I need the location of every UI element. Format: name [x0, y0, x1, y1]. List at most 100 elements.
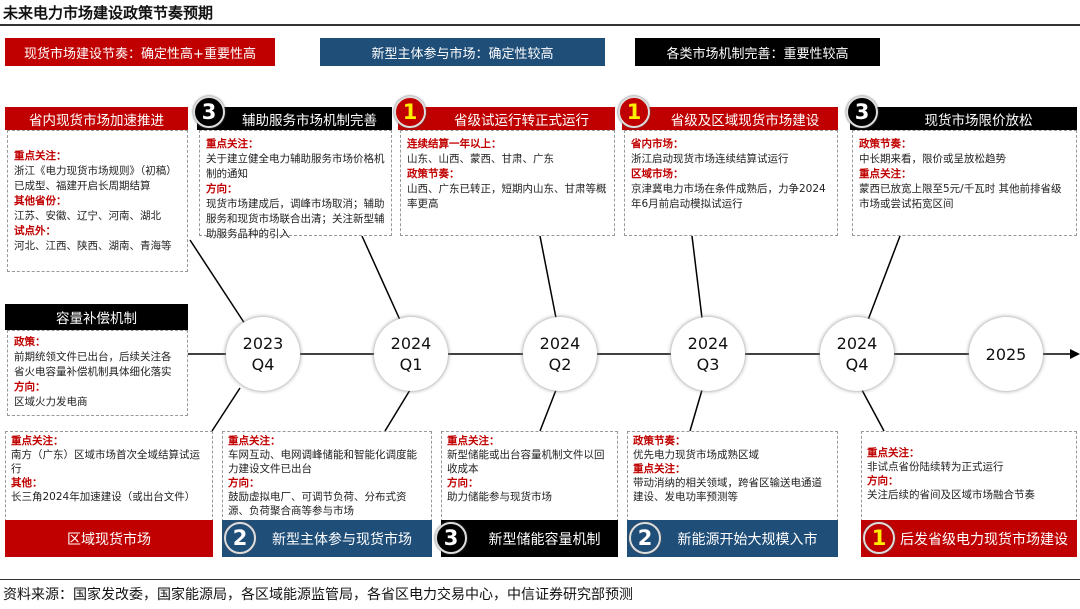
node-year: 2025 — [985, 344, 1027, 364]
mid-info-box: 政策： 前期统领文件已出台，后续关注各省火电容量补偿机制具体细化落实方向： 区域火力… — [7, 330, 188, 416]
section-text: 江苏、安徽、辽宁、河南、湖北 — [14, 210, 161, 222]
legend-item: 新型主体参与市场：确定性较高 — [320, 38, 605, 66]
divider — [0, 24, 1080, 26]
category-bar: 新型储能容量机制 — [441, 520, 618, 557]
section-text: 关注后续的省间及区域市场融合节奏 — [867, 489, 1035, 501]
node-quarter: Q4 — [251, 355, 275, 374]
section-text: 助力储能参与现货市场 — [447, 491, 552, 503]
top-info-box: 重点关注：关于建立健全电力辅助服务市场价格机制的通知方向：现货市场建成后，调峰市… — [199, 130, 392, 240]
section-label: 试点外： — [14, 225, 56, 237]
section-text: 京津冀电力市场在条件成熟后，力争2024年6月前启动模拟试运行 — [631, 183, 826, 210]
priority-badge-icon: 1 — [618, 96, 650, 128]
section-text: 浙江启动现货市场连续结算试运行 — [631, 153, 789, 165]
page-title: 未来电力市场建设政策节奏预期 — [3, 4, 214, 22]
section-label: 政策节奏： — [859, 138, 912, 150]
node-year: 2024 — [687, 334, 729, 353]
section-label: 重点关注： — [447, 435, 500, 447]
node-quarter: Q4 — [845, 355, 869, 374]
priority-badge-icon: 3 — [846, 96, 878, 128]
section-label: 省内市场： — [631, 138, 684, 150]
node-quarter: Q1 — [399, 355, 423, 374]
bottom-info-box: 政策节奏： 优先电力现货市场成熟区域重点关注： 带动消纳的相关领域，跨省区输送电通道… — [627, 431, 838, 522]
section-text: 车网互动、电网调峰储能和智能化调度能力建设文件已出台 — [228, 449, 417, 475]
node-quarter: Q2 — [548, 355, 572, 374]
priority-badge-icon: 3 — [193, 96, 225, 128]
section-text: 山东、山西、蒙西、甘肃、广东 — [407, 153, 554, 165]
node-year: 2023 — [242, 334, 284, 353]
priority-badge-icon: 3 — [435, 522, 467, 554]
section-text: 长三角2024年加速建设（或出台文件） — [11, 491, 196, 503]
category-bar: 区域现货市场 — [5, 520, 213, 557]
box-header: 省内现货市场加速推进 — [5, 107, 188, 130]
section-text: 优先电力现货市场成熟区域 — [633, 449, 759, 461]
node-year: 2024 — [539, 334, 581, 353]
section-text: 鼓励虚拟电厂、可调节负荷、分布式资源、负荷聚合商等参与市场 — [228, 491, 407, 517]
node-year: 2024 — [390, 334, 432, 353]
section-text: 中长期来看，限价或呈放松趋势 — [859, 153, 1006, 165]
box-header: 省级及区域现货市场建设 — [622, 107, 838, 130]
section-label: 其他： — [11, 477, 43, 489]
section-label: 方向： — [447, 477, 479, 489]
section-label: 重点关注： — [11, 435, 64, 447]
section-text: 河北、江西、陕西、湖南、青海等 — [14, 240, 172, 252]
source-note: 资料来源：国家发改委，国家能源局，各区域能源监管局，各省区电力交易中心，中信证券… — [3, 587, 633, 603]
box-header: 现货市场限价放松 — [850, 107, 1077, 130]
section-label: 政策节奏： — [633, 435, 686, 447]
section-text: 新型储能或出台容量机制文件以回收成本 — [447, 449, 605, 475]
section-label: 其他省份： — [14, 195, 67, 207]
section-label: 政策： — [14, 336, 46, 348]
section-label: 区域市场： — [631, 168, 684, 180]
legend-item: 各类市场机制完善：重要性较高 — [635, 38, 880, 66]
connectors — [189, 235, 901, 432]
timeline-node: 2025 — [969, 317, 1043, 391]
priority-badge-icon: 2 — [224, 522, 256, 554]
section-label: 方向： — [867, 475, 899, 487]
priority-badge-icon: 1 — [394, 96, 426, 128]
section-label: 方向： — [228, 477, 260, 489]
bottom-info-box: 重点关注： 非试点省份陆续转为正式运行方向： 关注后续的省间及区域市场融合节奏 — [861, 431, 1077, 522]
priority-badge-icon: 1 — [863, 522, 895, 554]
box-header: 辅助服务市场机制完善 — [197, 107, 392, 130]
section-label: 方向： — [206, 183, 238, 195]
legend-item: 现货市场建设节奏：确定性高+重要性高 — [5, 38, 275, 66]
section-text: 非试点省份陆续转为正式运行 — [867, 461, 1004, 473]
top-info-box: 省内市场： 浙江启动现货市场连续结算试运行区域市场： 京津冀电力市场在条件成熟后，力… — [624, 130, 838, 236]
section-text: 浙江《电力现货市场规则》（初稿）已成型、福建开启长周期结算 — [14, 165, 177, 192]
section-text: 蒙西已放宽上限至5元/千瓦时 其他前排省级市场或尝试拓宽区间 — [859, 183, 1062, 210]
top-info-box: 连续结算一年以上： 山东、山西、蒙西、甘肃、广东政策节奏： 山西、广东已转正，短期内… — [400, 130, 615, 236]
section-label: 重点关注： — [206, 138, 259, 150]
section-text: 前期统领文件已出台，后续关注各省火电容量补偿机制具体细化落实 — [14, 351, 172, 378]
node-quarter: Q3 — [696, 355, 720, 374]
section-label: 重点关注： — [228, 435, 281, 447]
section-label: 重点关注： — [633, 463, 686, 475]
bottom-info-box: 重点关注： 车网互动、电网调峰储能和智能化调度能力建设文件已出台方向： 鼓励虚拟电厂… — [222, 431, 432, 522]
box-header: 容量补偿机制 — [5, 304, 188, 330]
section-label: 重点关注： — [867, 447, 920, 459]
category-bar: 新型主体参与现货市场 — [222, 520, 432, 557]
section-text: 现货市场建成后，调峰市场取消；辅助服务和现货市场联合出清；关注新型辅助服务品种的… — [206, 198, 385, 240]
section-text: 区域火力发电商 — [14, 396, 88, 408]
box-header: 省级试运行转正式运行 — [398, 107, 615, 130]
category-bar: 新能源开始大规模入市 — [627, 520, 838, 557]
section-text: 带动消纳的相关领域，跨省区输送电通道建设、发电功率预测等 — [633, 477, 822, 503]
section-label: 连续结算一年以上： — [407, 138, 502, 150]
priority-badge-icon: 2 — [629, 522, 661, 554]
node-year: 2024 — [836, 334, 878, 353]
top-info-box: 重点关注： 浙江《电力现货市场规则》（初稿）已成型、福建开启长周期结算其他省份： 江… — [7, 130, 188, 272]
top-info-box: 政策节奏： 中长期来看，限价或呈放松趋势重点关注： 蒙西已放宽上限至5元/千瓦时 其… — [852, 130, 1077, 236]
section-text: 南方（广东）区域市场首次全域结算试运行 — [11, 449, 200, 475]
section-label: 重点关注： — [859, 168, 912, 180]
section-label: 政策节奏： — [407, 168, 460, 180]
section-label: 重点关注： — [14, 150, 67, 162]
timeline-arrow — [1070, 349, 1080, 359]
bottom-info-box: 重点关注： 新型储能或出台容量机制文件以回收成本方向： 助力储能参与现货市场 — [441, 431, 618, 522]
section-label: 方向： — [14, 381, 46, 393]
category-bar: 后发省级电力现货市场建设 — [861, 520, 1077, 557]
section-text: 山西、广东已转正，短期内山东、甘肃等概率更高 — [407, 183, 607, 210]
